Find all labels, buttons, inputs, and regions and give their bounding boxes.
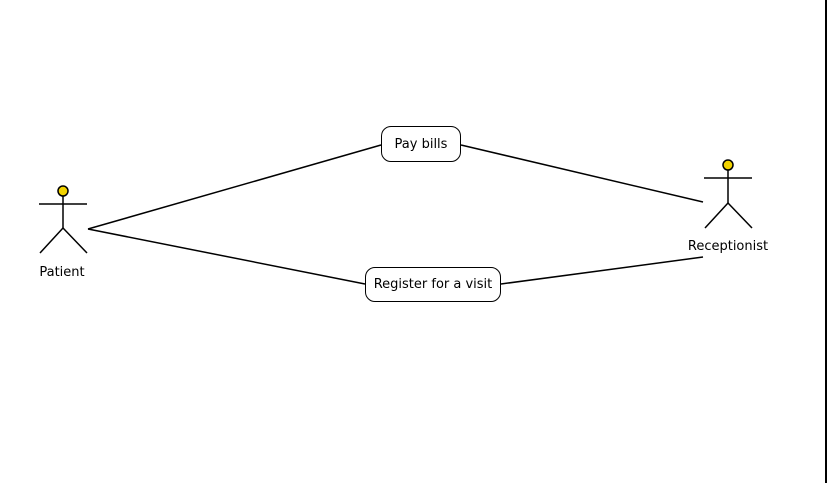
use-case-pay-bills-label: Pay bills bbox=[394, 136, 448, 152]
association-receptionist-register-visit bbox=[500, 256, 704, 285]
actor-patient-left-leg bbox=[39, 227, 64, 254]
actor-patient-label: Patient bbox=[39, 265, 85, 280]
actor-receptionist-right-leg bbox=[727, 202, 753, 229]
actor-patient-figure[interactable] bbox=[39, 185, 88, 254]
actor-patient-head bbox=[57, 185, 69, 197]
actor-patient-right-leg bbox=[62, 227, 88, 254]
use-case-pay-bills[interactable]: Pay bills bbox=[381, 126, 461, 162]
association-patient-register-visit bbox=[87, 228, 366, 285]
actor-receptionist-label: Receptionist bbox=[687, 239, 769, 254]
use-case-register-visit[interactable]: Register for a visit bbox=[365, 267, 501, 302]
actor-receptionist-figure[interactable] bbox=[704, 159, 753, 229]
association-receptionist-pay-bills bbox=[460, 144, 704, 203]
canvas-right-border bbox=[825, 0, 827, 483]
actor-receptionist-head bbox=[722, 159, 734, 171]
association-patient-pay-bills bbox=[87, 144, 382, 230]
use-case-register-visit-label: Register for a visit bbox=[373, 277, 493, 292]
actor-receptionist-left-leg bbox=[704, 202, 729, 229]
